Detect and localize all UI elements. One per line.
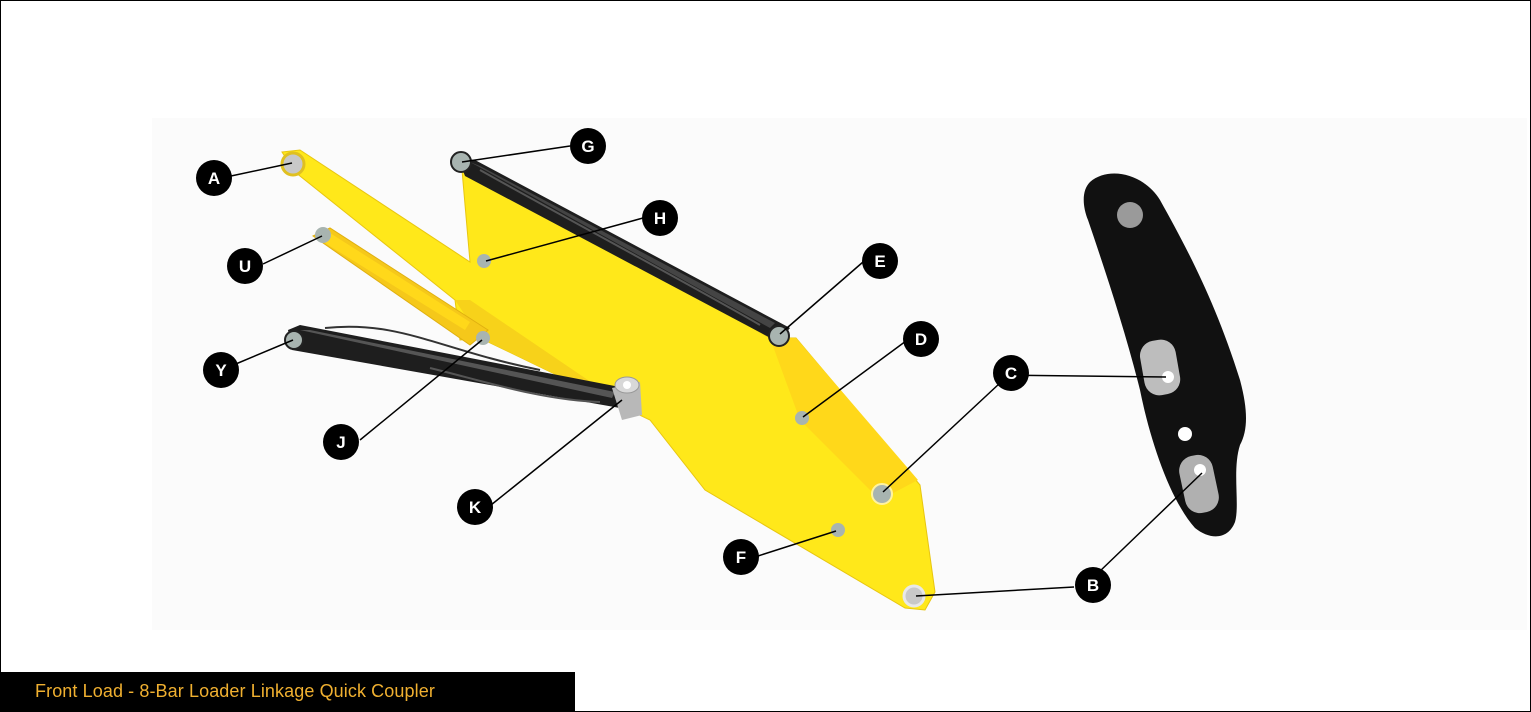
svg-text:H: H [654, 209, 666, 228]
pivot-pins [280, 151, 926, 608]
callout-u: U [227, 248, 263, 284]
svg-text:A: A [208, 169, 220, 188]
svg-text:C: C [1005, 364, 1017, 383]
callout-c: C [993, 355, 1029, 391]
callout-g: G [570, 128, 606, 164]
quick-coupler [1083, 173, 1246, 537]
callout-k: K [457, 489, 493, 525]
svg-text:F: F [736, 548, 746, 567]
svg-text:U: U [239, 257, 251, 276]
callout-b: B [1075, 567, 1111, 603]
caption-text: Front Load - 8-Bar Loader Linkage Quick … [35, 681, 435, 701]
tilt-cylinder [458, 158, 790, 342]
callout-e: E [862, 243, 898, 279]
svg-text:E: E [874, 252, 885, 271]
svg-text:G: G [581, 137, 594, 156]
callout-j: J [323, 424, 359, 460]
callout-d: D [903, 321, 939, 357]
callout-a: A [196, 160, 232, 196]
svg-text:D: D [915, 330, 927, 349]
callout-f: F [723, 539, 759, 575]
svg-text:B: B [1087, 576, 1099, 595]
callout-h: H [642, 200, 678, 236]
callout-y: Y [203, 352, 239, 388]
cylinder-mount-k [612, 376, 642, 420]
figure-caption: Front Load - 8-Bar Loader Linkage Quick … [1, 672, 575, 711]
svg-text:K: K [469, 498, 482, 517]
svg-text:Y: Y [215, 361, 227, 380]
lift-cylinder [288, 325, 625, 408]
svg-text:J: J [336, 433, 345, 452]
